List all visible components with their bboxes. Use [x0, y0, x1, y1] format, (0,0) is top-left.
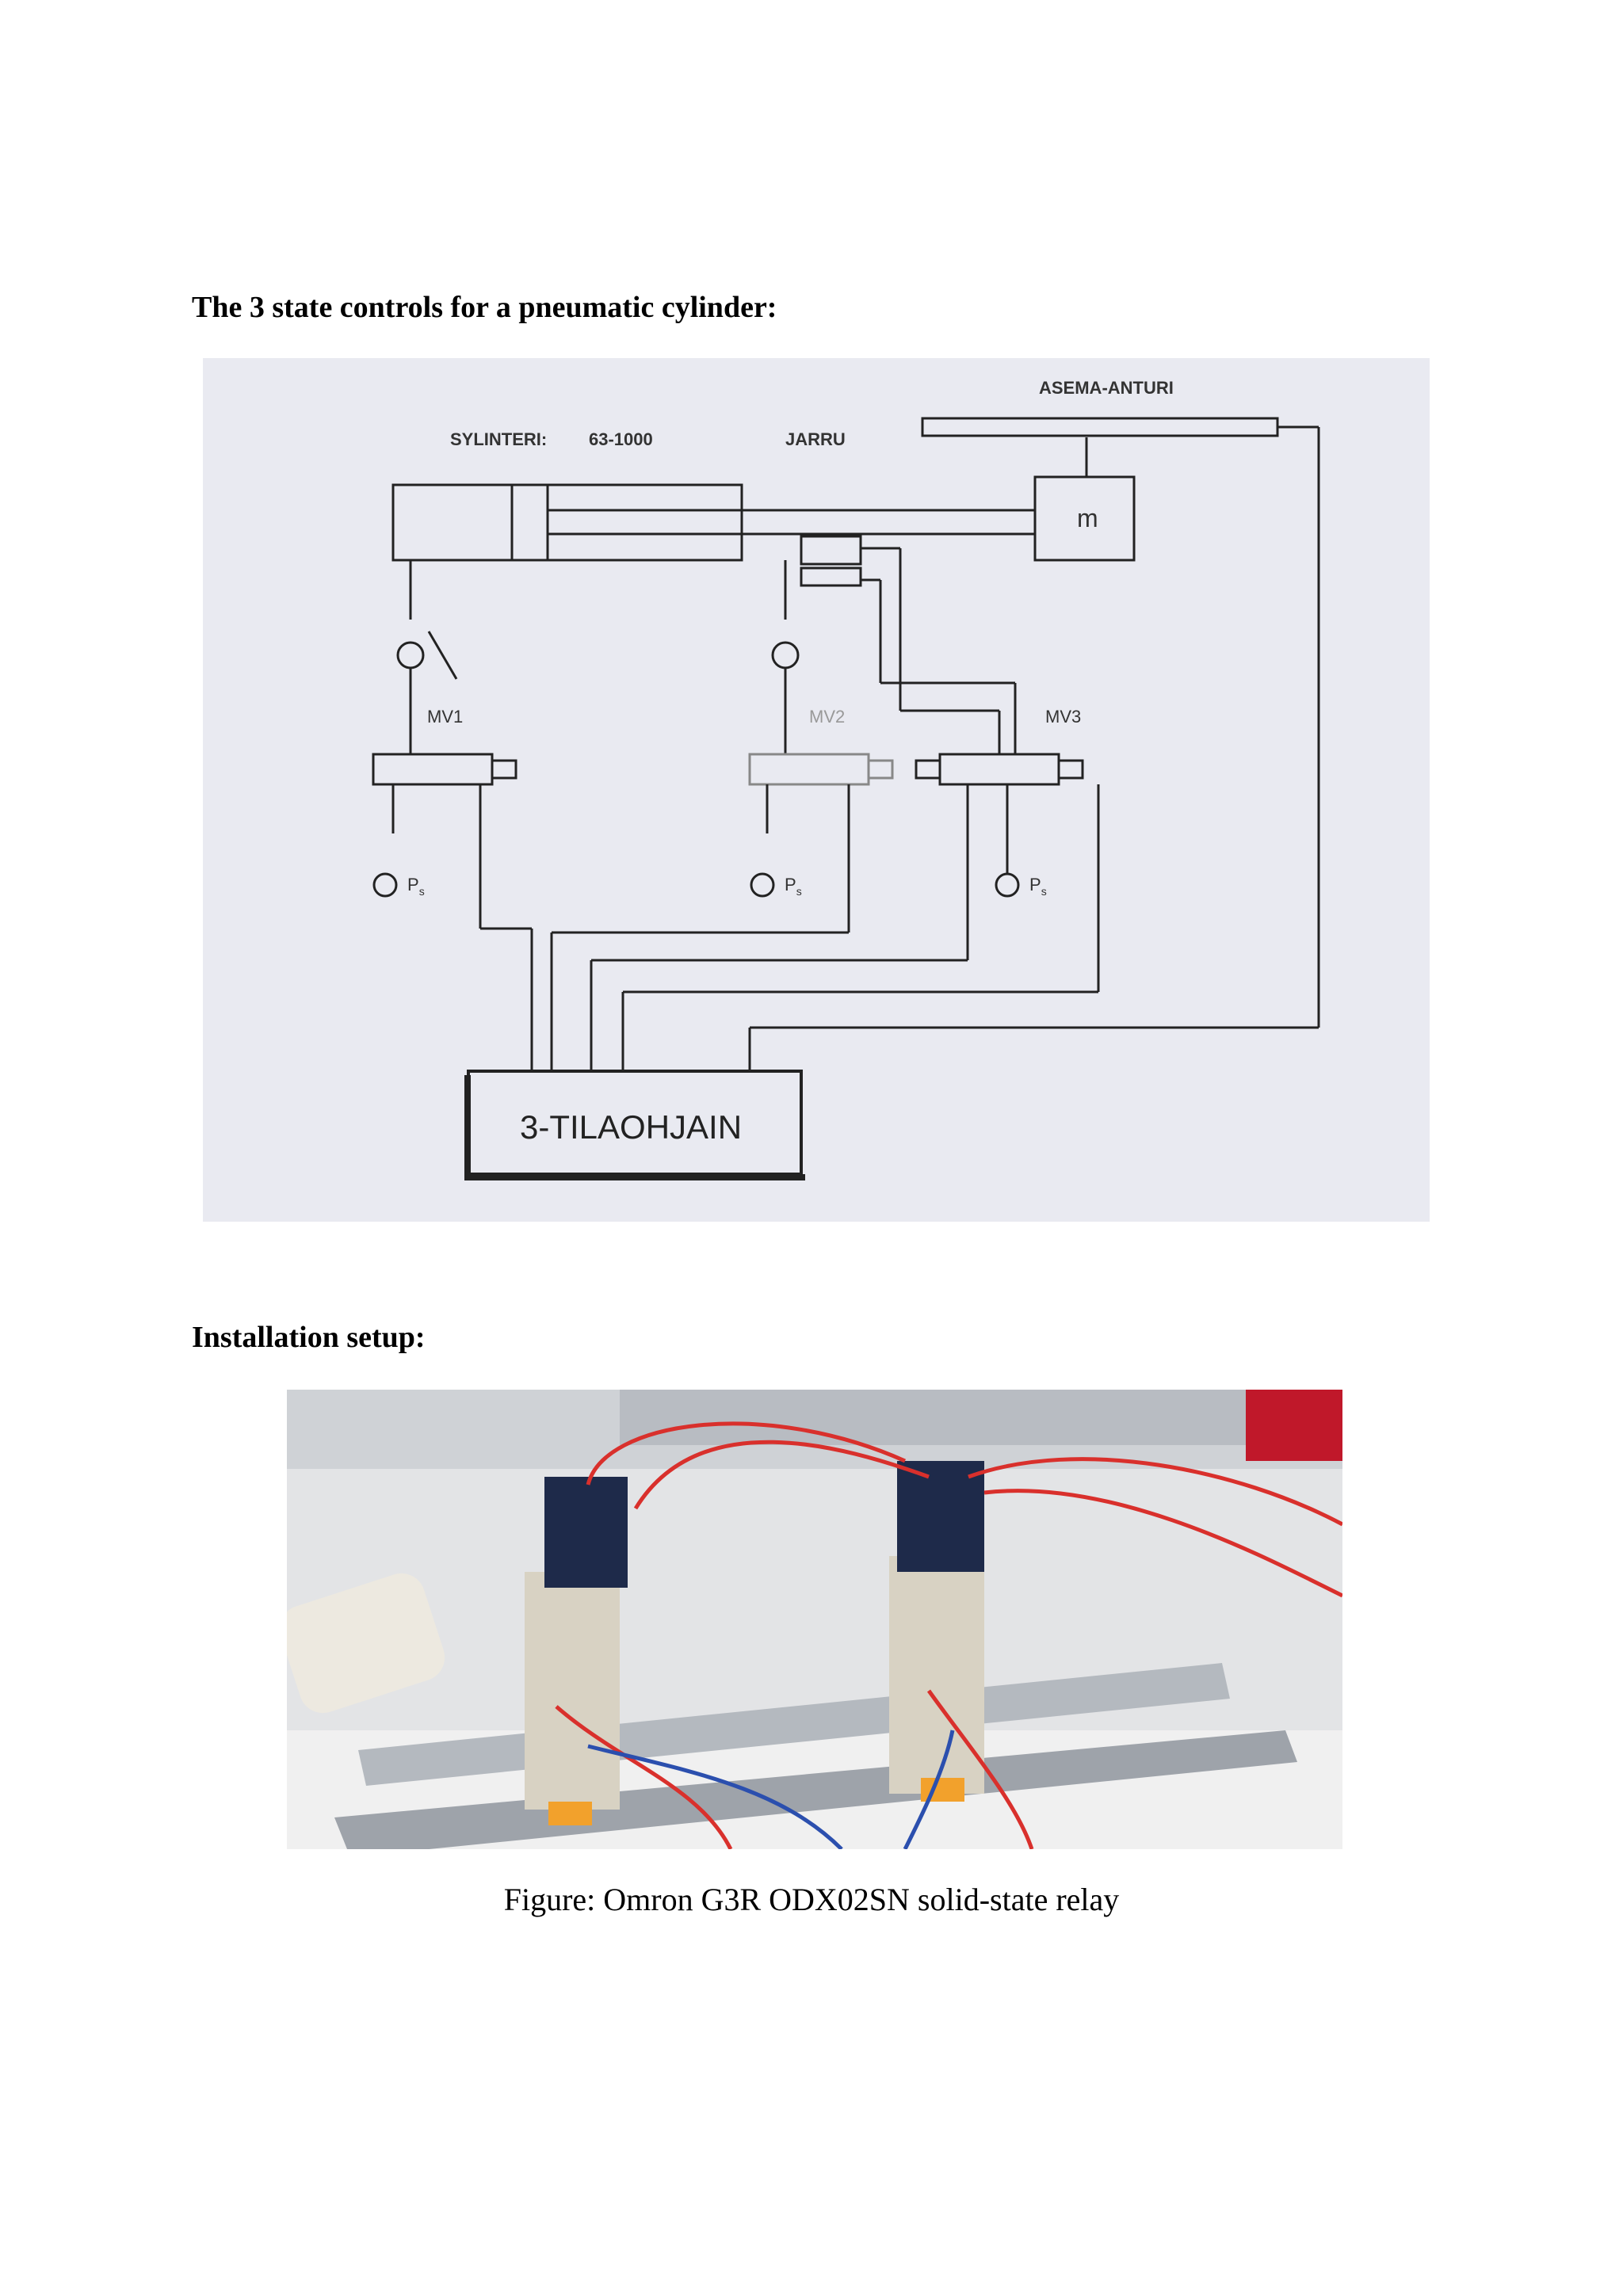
pneumatic-circuit-diagram: ASEMA-ANTURI SYLINTERI: 63-1000 JARRU m … [203, 358, 1430, 1222]
photo-heading: Installation setup: [192, 1321, 426, 1354]
supply-label-1: Ps [407, 875, 425, 898]
valve2-label: MV2 [809, 707, 845, 727]
mass-box [1033, 475, 1136, 562]
supply-label-3: Ps [1029, 875, 1047, 898]
valve1-label: MV1 [427, 707, 463, 727]
mass-label: m [1077, 504, 1098, 532]
valve-mv3 [938, 753, 1060, 786]
sensor-label: ASEMA-ANTURI [1039, 378, 1174, 398]
valve3-label: MV3 [1045, 707, 1081, 727]
figure-caption: Figure: Omron G3R ODX02SN solid-state re… [503, 1882, 1120, 1917]
valve-mv2 [748, 753, 870, 786]
diagram-heading: The 3 state controls for a pneumatic cyl… [192, 291, 777, 324]
relay-photo [287, 1390, 1342, 1849]
diagram-svg: ASEMA-ANTURI SYLINTERI: 63-1000 JARRU m … [372, 378, 1320, 1180]
cylinder-label: SYLINTERI: [450, 429, 547, 449]
valve-mv1 [372, 753, 494, 786]
brake-block [800, 535, 862, 566]
supply-label-2: Ps [785, 875, 802, 898]
cylinder-body [391, 483, 743, 562]
brake-label: JARRU [785, 429, 846, 449]
position-sensor-bar [921, 417, 1279, 437]
cylinder-size: 63-1000 [589, 429, 653, 449]
controller-label: 3-TILAOHJAIN [520, 1108, 742, 1146]
relay-photo-svg [287, 1390, 1342, 1849]
